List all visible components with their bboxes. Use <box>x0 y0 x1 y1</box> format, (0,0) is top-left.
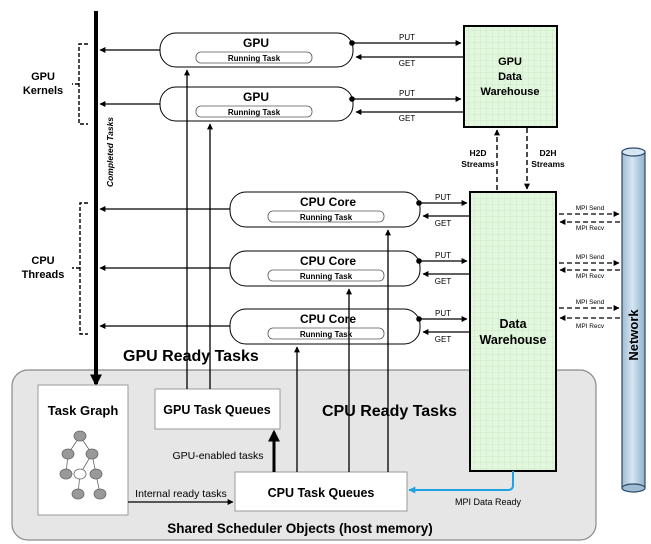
mpi-send-2: MPI Send <box>576 254 605 261</box>
mpi-send-3: MPI Send <box>576 299 605 306</box>
cpu-3-put-get <box>416 316 469 335</box>
cpu-task-queues-label: CPU Task Queues <box>268 486 375 500</box>
cpu-core-3: CPU Core Running Task <box>229 308 421 345</box>
data-warehouse-label-1: Data <box>499 317 527 331</box>
gpu-unit-1: GPU Running Task <box>159 32 354 68</box>
internal-ready-tasks-label: Internal ready tasks <box>135 488 227 500</box>
task-graph-tree-icon <box>59 430 107 500</box>
cpu-1-put-get <box>416 200 469 219</box>
gpu-kernels-label-2: Kernels <box>23 85 63 97</box>
gpu-unit-2-title: GPU <box>243 90 269 104</box>
cpu-core-2-subtitle: Running Task <box>300 272 353 281</box>
cpu-core-1-title: CPU Core <box>300 195 356 209</box>
cpu-core-1-subtitle: Running Task <box>300 213 353 222</box>
cpu-ready-tasks-label: CPU Ready Tasks <box>322 403 457 420</box>
gpu-kernels-label-1: GPU <box>31 71 55 83</box>
data-warehouse <box>469 191 557 472</box>
cpu-core-3-title: CPU Core <box>300 312 356 326</box>
cpu-core-2-title: CPU Core <box>300 254 356 268</box>
mpi-recv-3: MPI Recv <box>576 323 605 330</box>
cpu-task-queues-box <box>234 471 408 512</box>
h2d-label-2: Streams <box>461 159 495 169</box>
task-graph-label: Task Graph <box>48 403 119 418</box>
network-label: Network <box>626 309 641 361</box>
cpu-1-put-label: PUT <box>435 193 451 202</box>
gpu-unit-2-subtitle: Running Task <box>228 108 281 117</box>
gpu-2-put-get <box>349 96 463 115</box>
cpu-threads-bracket <box>72 202 88 335</box>
d2h-label-1: D2H <box>539 148 556 158</box>
h2d-label-1: H2D <box>469 148 486 158</box>
gpu-ready-tasks-label: GPU Ready Tasks <box>123 348 259 365</box>
cpu-1-get-label: GET <box>435 219 452 228</box>
gpu-unit-1-subtitle: Running Task <box>228 54 281 63</box>
cpu-core-2: CPU Core Running Task <box>229 250 421 287</box>
gpu-2-get-label: GET <box>399 114 416 123</box>
gpu-1-put-get <box>349 40 463 60</box>
cpu-3-put-label: PUT <box>435 309 451 318</box>
gpu-task-queues-label: GPU Task Queues <box>163 403 270 417</box>
gpu-unit-2: GPU Running Task <box>159 86 354 122</box>
gpu-1-get-label: GET <box>399 59 416 68</box>
gpu-task-queues-box <box>154 388 281 430</box>
mpi-arrows-2 <box>559 260 620 273</box>
gpu-unit-1-title: GPU <box>243 36 269 50</box>
gpu-data-warehouse-label-2: Data <box>498 71 523 83</box>
gpu-kernels-bracket <box>72 43 88 125</box>
gpu-data-warehouse-label-1: GPU <box>498 56 522 68</box>
cpu-core-1: CPU Core Running Task <box>229 191 421 228</box>
mpi-recv-1: MPI Recv <box>576 225 605 232</box>
cpu-3-get-label: GET <box>435 335 452 344</box>
mpi-send-1: MPI Send <box>576 205 605 212</box>
gpu-data-warehouse-label-3: Warehouse <box>481 86 540 98</box>
gpu-data-warehouse <box>463 25 558 128</box>
mpi-data-ready-arrow <box>408 471 514 494</box>
mpi-data-ready-label: MPI Data Ready <box>455 497 522 507</box>
cpu-2-put-label: PUT <box>435 251 451 260</box>
data-warehouse-label-2: Warehouse <box>480 333 547 347</box>
mpi-recv-2: MPI Recv <box>576 273 605 280</box>
cpu-2-put-get <box>416 258 469 277</box>
cpu-threads-label-2: Threads <box>22 269 65 281</box>
gpu-1-put-label: PUT <box>399 33 415 42</box>
cpu-core-3-subtitle: Running Task <box>300 330 353 339</box>
cpu-threads-label-1: CPU <box>31 255 54 267</box>
network-cylinder <box>621 147 646 493</box>
shared-objects-label: Shared Scheduler Objects (host memory) <box>167 521 433 536</box>
completed-tasks-label: Completed Tasks <box>105 117 115 187</box>
gpu-enabled-tasks-label: GPU-enabled tasks <box>172 450 263 462</box>
cpu-2-get-label: GET <box>435 277 452 286</box>
mpi-arrows-1 <box>559 211 620 225</box>
d2h-label-2: Streams <box>531 159 565 169</box>
mpi-arrows-3 <box>559 305 620 321</box>
gpu-2-put-label: PUT <box>399 89 415 98</box>
